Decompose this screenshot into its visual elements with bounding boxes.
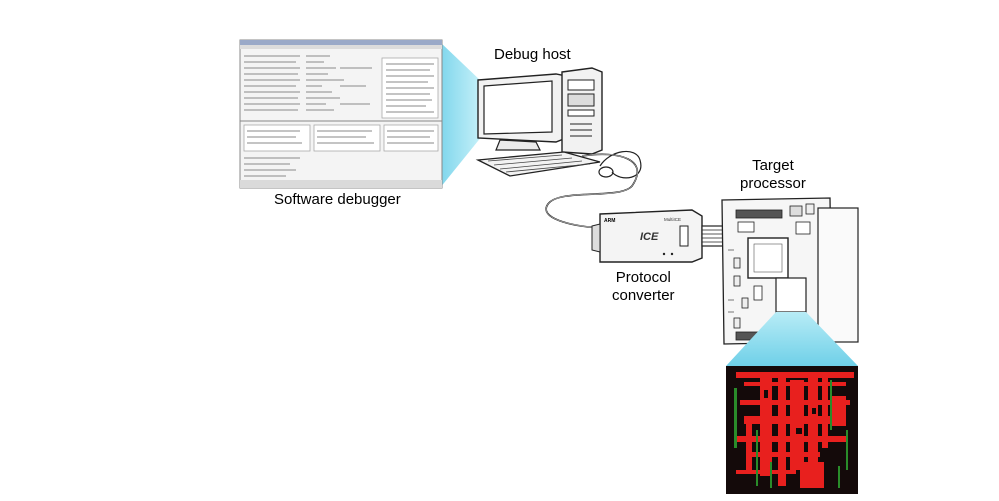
keyboard <box>475 151 601 177</box>
variables-pane <box>243 124 439 152</box>
converter-ice-badge: ICE <box>640 231 659 243</box>
console-pane <box>240 157 442 188</box>
protocol-converter-label: Protocol converter <box>612 269 675 304</box>
debugger-text-lines <box>244 55 372 111</box>
chip-die-layout <box>726 366 858 494</box>
chip-projection <box>726 312 858 366</box>
processor-chip <box>747 237 789 279</box>
converter-product-text: MultiICE <box>664 217 681 222</box>
target-processor-label: Target processor <box>740 157 806 192</box>
debug-host-label: Debug host <box>494 46 571 63</box>
registers-pane <box>381 57 439 119</box>
software-debugger-window <box>239 39 443 189</box>
mouse <box>598 166 614 178</box>
monitor-projection <box>440 42 482 188</box>
memory-chip <box>775 277 807 313</box>
debug-host-computer <box>475 67 642 179</box>
tower-case <box>561 67 603 155</box>
monitor <box>477 73 567 151</box>
software-debugger-label: Software debugger <box>274 191 401 208</box>
protocol-converter-box: ARM MultiICE ICE <box>591 209 703 263</box>
converter-brand-text: ARM <box>604 218 615 224</box>
